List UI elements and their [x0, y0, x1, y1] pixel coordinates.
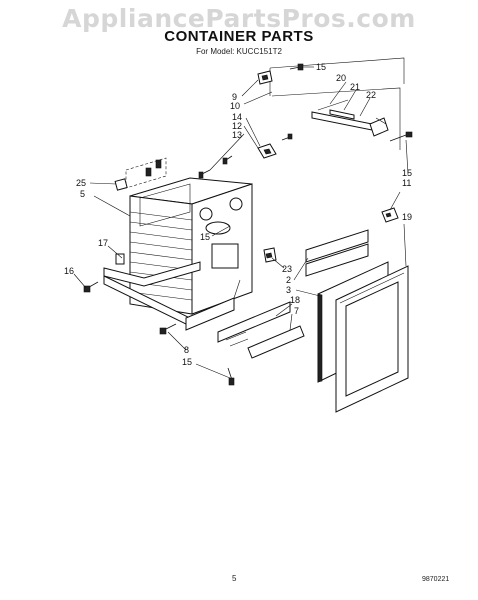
- part-spacer-11: [381, 207, 399, 223]
- callout-8: 8: [184, 345, 189, 355]
- callout-18: 18: [290, 295, 300, 305]
- callout-labels: 15 9 20 21 22 10 14 12 13 25 5 15 15 11 …: [64, 62, 412, 367]
- callout-10: 10: [230, 101, 240, 111]
- callout-3: 3: [286, 285, 291, 295]
- callout-23: 23: [282, 264, 292, 274]
- callout-17: 17: [98, 238, 108, 248]
- part-shim-25: [114, 157, 167, 191]
- callout-22: 22: [366, 90, 376, 100]
- callout-5: 5: [80, 189, 85, 199]
- part-kick-panel-7-18: [217, 301, 305, 359]
- callout-20: 20: [336, 73, 346, 83]
- callout-12: 12: [232, 121, 242, 131]
- callout-14: 14: [232, 112, 242, 122]
- callout-15-right: 15: [402, 168, 412, 178]
- part-bracket-bar-20-22: [311, 99, 389, 137]
- part-door-gasket-19: [335, 265, 409, 413]
- part-screws-8-15: [159, 323, 235, 386]
- document-code: 9870221: [422, 576, 450, 583]
- watermark: AppliancePartsPros.com: [62, 4, 416, 33]
- callout-21: 21: [350, 82, 360, 92]
- part-screw-15-right: [389, 131, 413, 142]
- callout-16: 16: [64, 266, 74, 276]
- callout-13: 13: [232, 130, 242, 140]
- callout-2: 2: [286, 275, 291, 285]
- part-screw-15-top: [289, 63, 304, 71]
- top-bracket-group: [257, 57, 413, 150]
- callout-15-mid: 15: [200, 232, 210, 242]
- part-container-cabinet-5: [129, 177, 253, 315]
- callout-15-top: 15: [316, 62, 326, 72]
- callout-9: 9: [232, 92, 237, 102]
- callout-15-bottom: 15: [182, 357, 192, 367]
- callout-7: 7: [294, 306, 299, 316]
- part-door-strips-2: [305, 229, 369, 277]
- page-title: CONTAINER PARTS: [164, 28, 314, 45]
- part-clip-9: [257, 70, 273, 85]
- page-number: 5: [232, 574, 237, 583]
- leader-lines: [73, 66, 409, 379]
- callout-11: 11: [402, 178, 411, 188]
- part-bottom-rail: [185, 279, 241, 331]
- part-screws-13: [198, 155, 233, 179]
- callout-25: 25: [76, 178, 86, 188]
- model-subtitle: For Model: KUCC151T2: [196, 47, 282, 56]
- callout-19: 19: [402, 212, 412, 222]
- part-hinge-12-14: [257, 133, 293, 159]
